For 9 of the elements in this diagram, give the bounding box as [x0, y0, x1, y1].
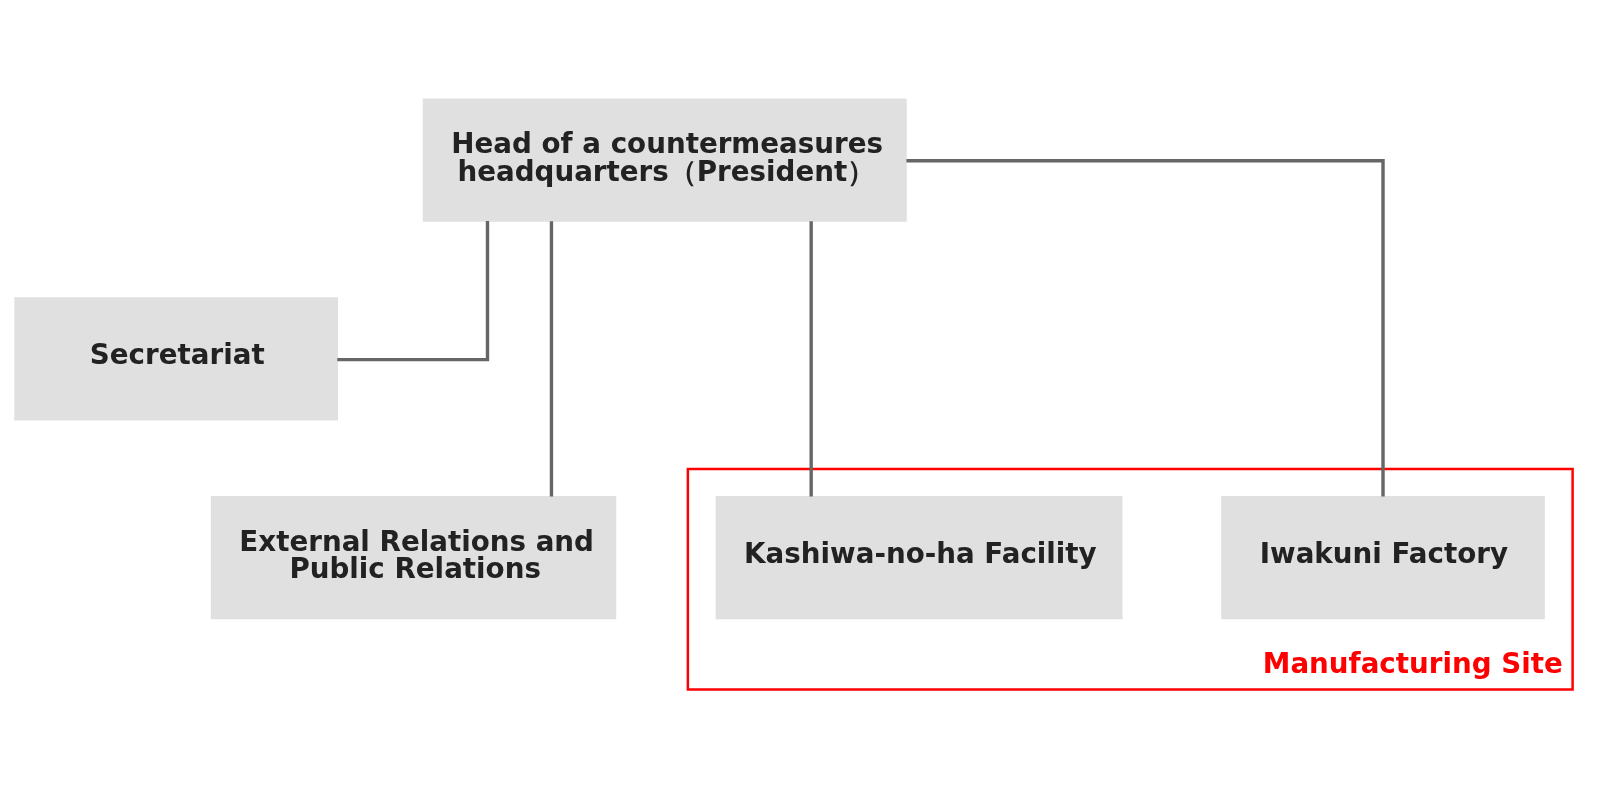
node-box: Secretariat — [14, 296, 338, 421]
node-box: External Relations and Public Relations — [210, 495, 617, 619]
connector — [906, 158, 1385, 497]
connector — [809, 220, 813, 496]
connector — [337, 220, 490, 361]
node-box: Iwakuni Factory — [1221, 495, 1545, 619]
node-box: Head of a countermeasures headquarters（President） — [422, 97, 907, 222]
connector — [549, 220, 554, 496]
node-box: Kashiwa-no-ha Facility — [715, 495, 1123, 619]
